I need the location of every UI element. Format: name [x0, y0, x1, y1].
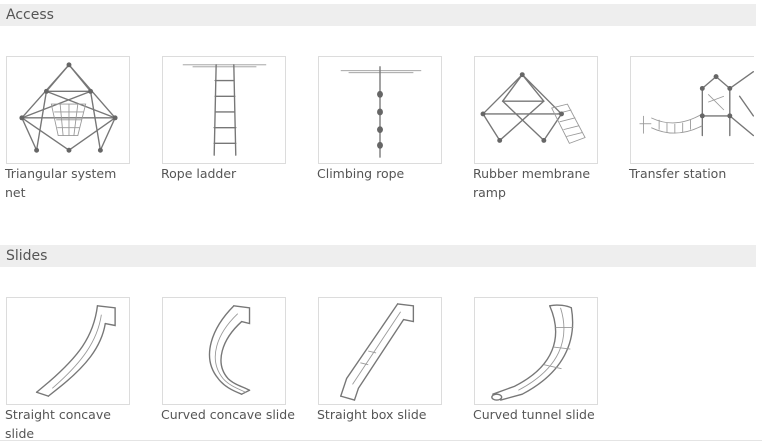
rope-ladder-icon — [162, 56, 286, 164]
climbing-rope-icon — [318, 56, 442, 164]
card-label: Straight box slide — [317, 407, 427, 422]
card-straight-concave-slide[interactable]: Straight concave slide — [5, 297, 134, 443]
card-transfer-station[interactable]: Transfer station — [629, 56, 758, 183]
card-climbing-rope[interactable]: Climbing rope — [317, 56, 446, 183]
card-curved-tunnel-slide[interactable]: Curved tunnel slide — [473, 297, 602, 424]
card-triangular-system-net[interactable]: Triangular system net — [5, 56, 134, 202]
card-straight-box-slide[interactable]: Straight box slide — [317, 297, 446, 424]
card-label: Transfer station — [629, 166, 727, 181]
card-label: Triangular system net — [5, 166, 117, 200]
curved-concave-slide-icon — [162, 297, 286, 405]
card-rubber-membrane-ramp[interactable]: Rubber membrane ramp — [473, 56, 602, 202]
straight-concave-slide-icon — [6, 297, 130, 405]
transfer-station-icon — [630, 56, 754, 164]
rubber-membrane-ramp-icon — [474, 56, 598, 164]
card-curved-concave-slide[interactable]: Curved concave slide — [161, 297, 295, 424]
card-label: Curved concave slide — [161, 407, 295, 422]
card-rope-ladder[interactable]: Rope ladder — [161, 56, 290, 183]
section-header-slides: Slides — [0, 245, 756, 267]
curved-tunnel-slide-icon — [474, 297, 598, 405]
triangular-system-net-icon — [6, 56, 130, 164]
card-label: Curved tunnel slide — [473, 407, 595, 422]
card-label: Climbing rope — [317, 166, 405, 181]
card-label: Rope ladder — [161, 166, 237, 181]
card-label: Straight concave slide — [5, 407, 111, 441]
card-label: Rubber membrane ramp — [473, 166, 591, 200]
footer-divider — [0, 440, 762, 441]
straight-box-slide-icon — [318, 297, 442, 405]
section-header-access: Access — [0, 4, 756, 26]
